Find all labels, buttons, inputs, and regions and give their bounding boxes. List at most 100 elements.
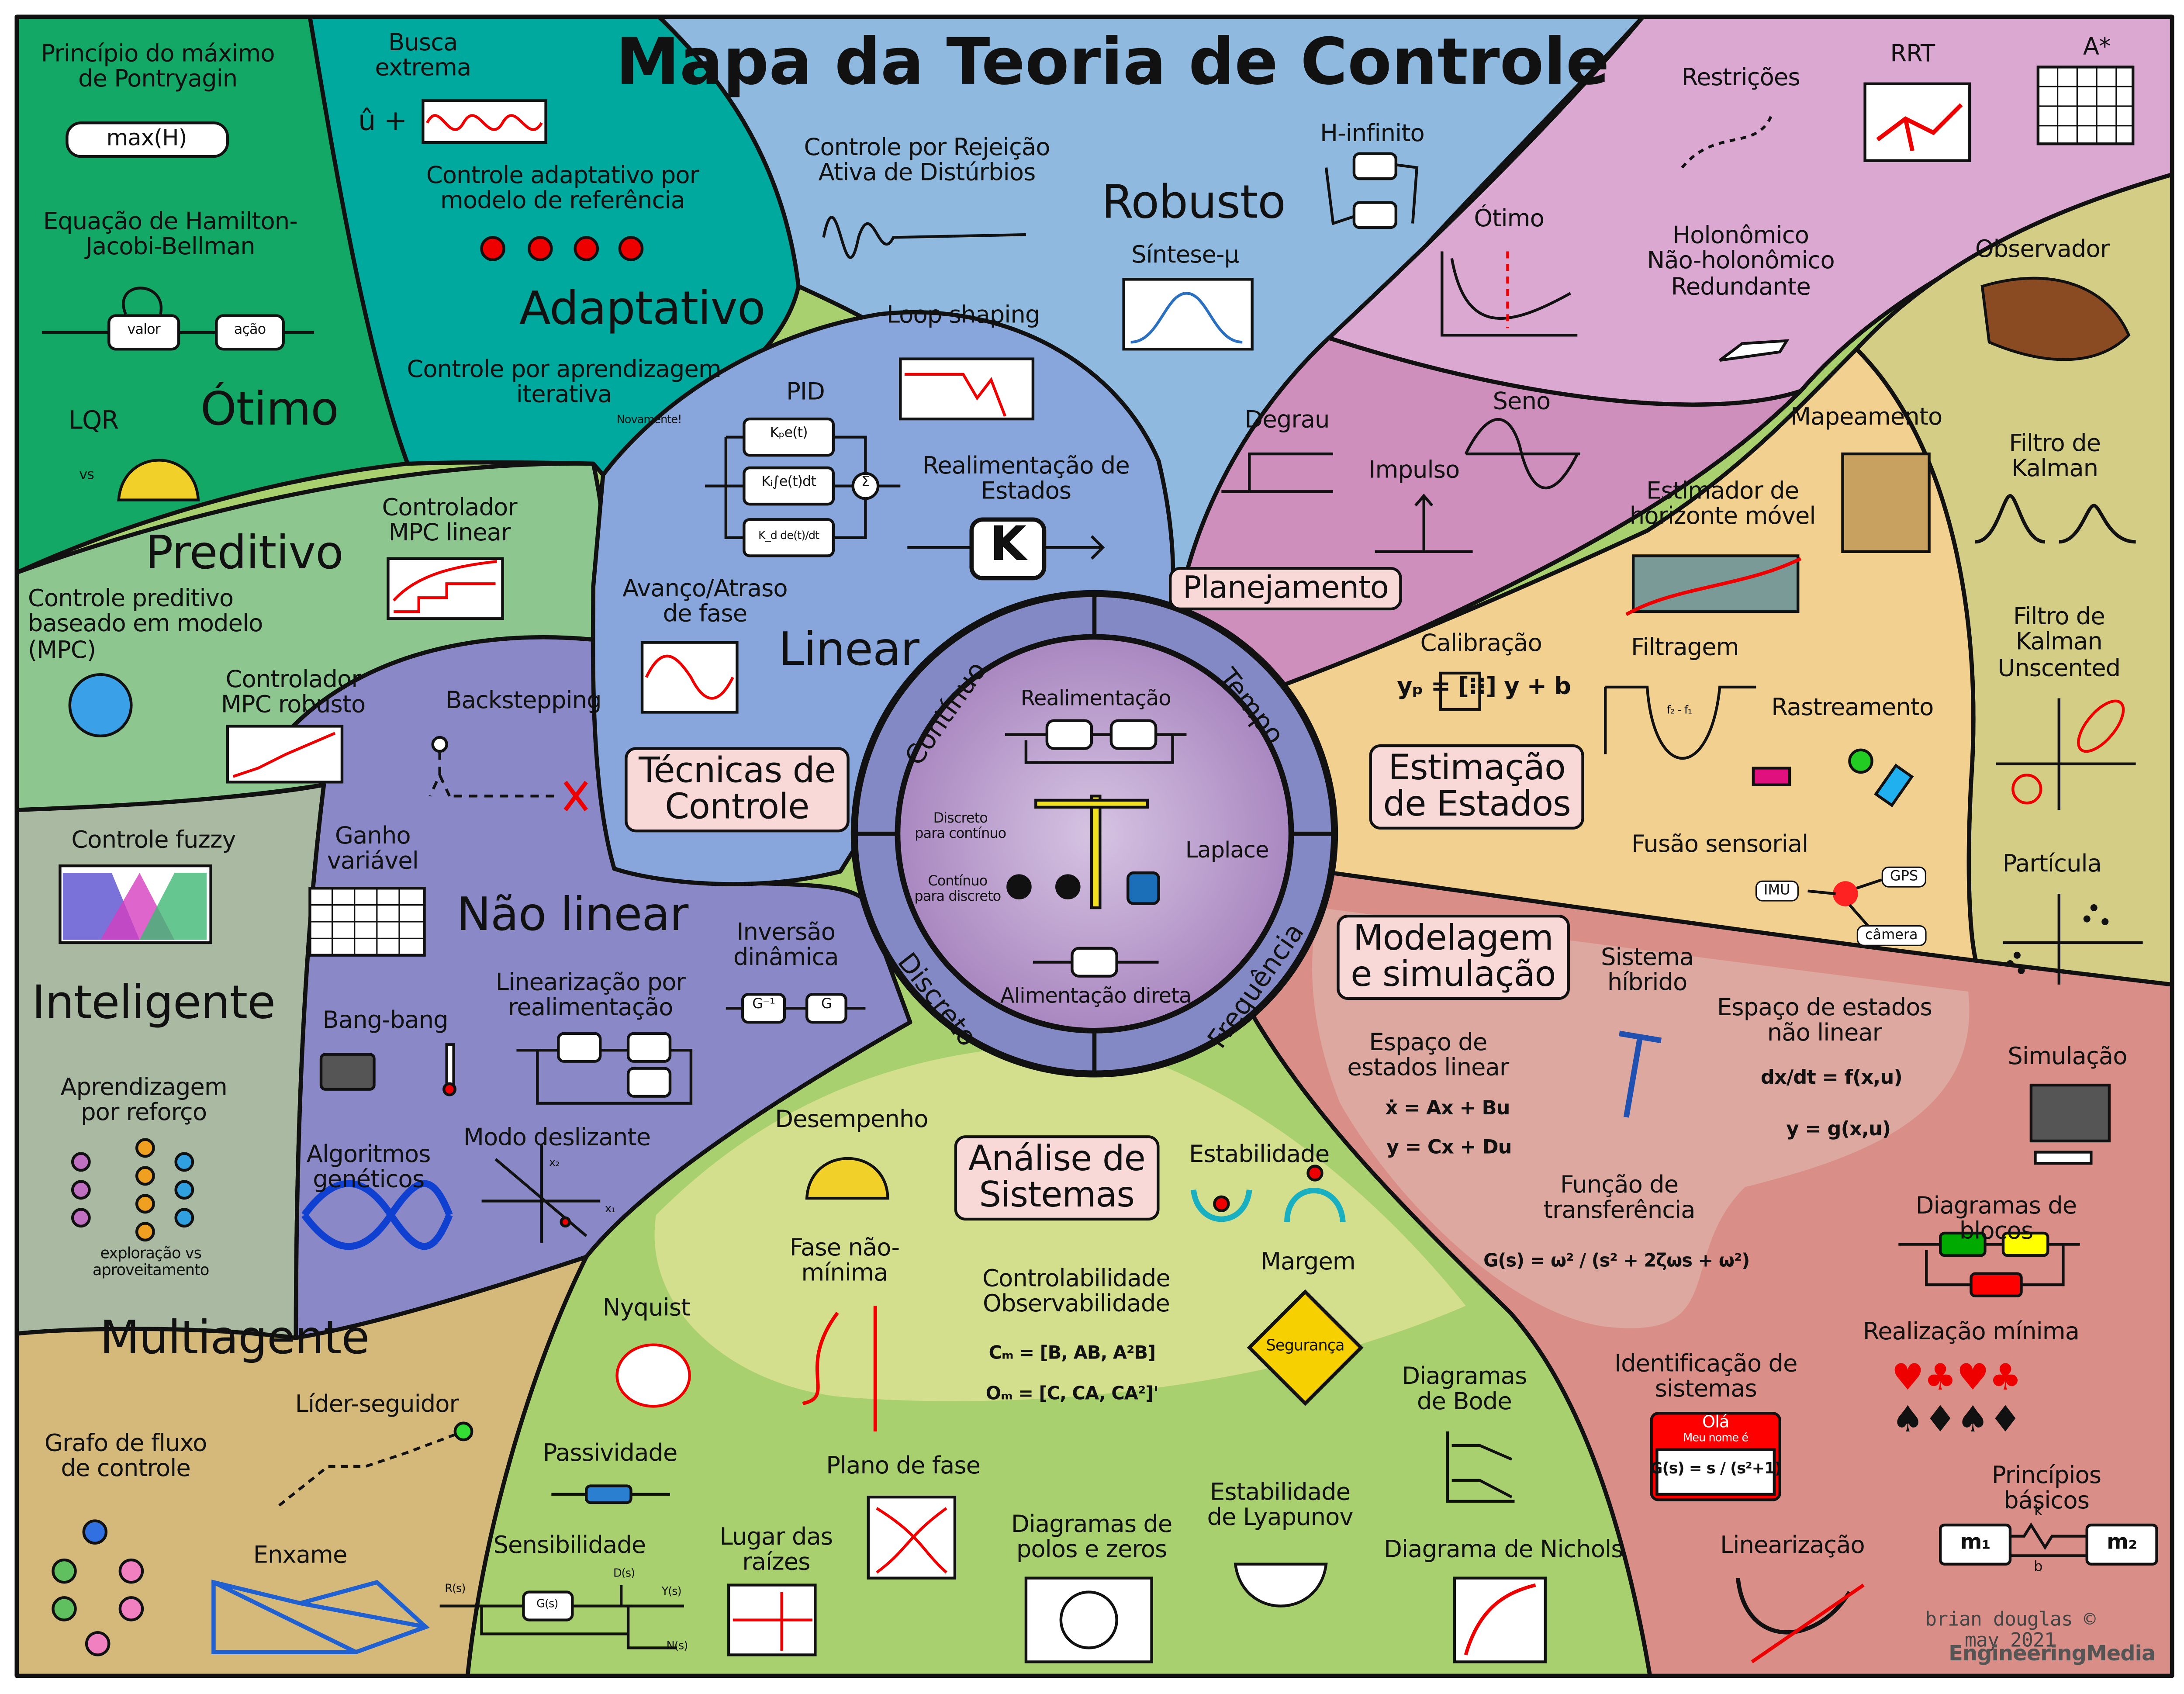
label-fuzzy: Controle fuzzy [71, 826, 236, 855]
unit-circle-icon [1059, 1590, 1118, 1649]
label-mpc: Controle preditivo baseado em modelo (MP… [28, 585, 263, 664]
observer-tunnel-icon [1980, 277, 2131, 361]
label-state-feedback: Realimentação de Estados [922, 452, 1130, 506]
nl-equation-1: dx/dt = f(x,u) [1760, 1067, 1903, 1089]
label-realimentacao: Realimentação [1020, 685, 1171, 711]
stable-ball-icon [1213, 1195, 1230, 1212]
label-acao: ação [234, 322, 266, 338]
label-explore: exploração vs aproveitamento [92, 1244, 210, 1279]
label-laplace: Laplace [1185, 837, 1269, 863]
label-nyquist: Nyquist [602, 1294, 691, 1323]
acao-block [215, 314, 285, 351]
lin-equation-1: ẋ = Ax + Bu [1385, 1097, 1510, 1120]
heading-inteligente: Inteligente [31, 975, 276, 1030]
obsv-equation: Oₘ = [C, CA, CA²]' [985, 1384, 1159, 1405]
map-scroll-icon [1841, 452, 1931, 553]
calibration-equation: yₚ = [⁝⁝] y + b [1397, 673, 1571, 701]
label-calibracao: Calibração [1420, 629, 1542, 658]
bang-bang-thermometer-icon [319, 1043, 457, 1096]
label-lider: Líder-seguidor [295, 1391, 459, 1419]
mhe-curve-icon [1625, 557, 1802, 616]
sine-signal-icon [1464, 418, 1580, 490]
extremum-seeking-plot-icon [422, 99, 547, 144]
label-grafo: Grafo de fluxo de controle [44, 1430, 207, 1484]
sine-wave-icon [426, 114, 543, 131]
heading-tecnicas-de-controle: Técnicas de Controle [625, 747, 850, 832]
valor-block [107, 314, 180, 351]
notch-filter-icon [1603, 685, 1756, 760]
label-m1: m₁ [1960, 1529, 1991, 1555]
label-pontryagin: Princípio do máximo de Pontryagin [41, 40, 275, 94]
label-fusao: Fusão sensorial [1631, 831, 1808, 859]
label-lqr: LQR [68, 406, 119, 436]
adaptive-red-dots-icon [480, 236, 644, 261]
label-fb-linearization: Linearização por realimentação [495, 969, 686, 1023]
disturbance-wave-icon [822, 216, 1026, 259]
bode-plot-icon [1446, 1431, 1515, 1503]
pid-diagram-icon [705, 417, 901, 557]
k-gain-arrows-icon [907, 535, 1105, 560]
label-margem: Margem [1261, 1248, 1356, 1277]
mass-spring-icon [1939, 1522, 2158, 1566]
nyquist-plot-icon [615, 1343, 691, 1408]
label-desempenho: Desempenho [775, 1106, 928, 1134]
feedforward-icon [1033, 947, 1159, 978]
label-impulso: Impulso [1368, 456, 1460, 485]
leader-follower-icon [278, 1430, 464, 1507]
label-mpc-robusto: Controlador MPC robusto [221, 666, 366, 720]
label-pid: PID [786, 378, 825, 407]
label-estabilidade: Estabilidade [1189, 1141, 1330, 1169]
loop-shaping-plot-icon [899, 357, 1035, 421]
computer-icon [2029, 1083, 2111, 1165]
inversion-diagram-icon [726, 993, 866, 1024]
label-mpc-linear: Controlador MPC linear [382, 494, 517, 548]
region-modelagem-inner [1312, 908, 1970, 1328]
block-diagram-icon [1898, 1231, 2080, 1298]
label-blocos: Diagramas de blocos [1915, 1193, 2077, 1246]
label-loop-shaping: Loop shaping [886, 301, 1040, 330]
dna-icon [301, 1180, 453, 1250]
label-g: G [821, 997, 832, 1013]
heading-modelagem: Modelagem e simulação [1337, 915, 1570, 999]
heading-estimacao: Estimação de Estados [1369, 744, 1585, 829]
label-hjb: Equação de Hamilton- Jacobi-Bellman [43, 208, 298, 262]
heading-otimo: Ótimo [200, 381, 339, 436]
lead-lag-curve-icon [645, 654, 734, 700]
heading-linear: Linear [778, 621, 919, 676]
label-hibrido: Sistema híbrido [1600, 944, 1694, 998]
pogo-stick-icon [1619, 1030, 1662, 1118]
label-valor: valor [127, 322, 161, 338]
feedback-loop-icon [1005, 719, 1187, 764]
label-rastreamento: Rastreamento [1771, 694, 1934, 722]
label-maxh: max(H) [106, 124, 187, 151]
rrt-branch-icon [1876, 103, 1963, 152]
label-rrt: RRT [1890, 40, 1935, 69]
label-sensibilidade: Sensibilidade [493, 1532, 646, 1560]
nl-equation-2: y = g(x,u) [1786, 1118, 1891, 1141]
label-restricoes: Restrições [1681, 64, 1800, 93]
watt-governor-icon [1006, 795, 1160, 909]
label-uhat: û + [358, 103, 408, 137]
label-ola: Olá [1702, 1412, 1729, 1431]
label-ki: Kᵢ∫e(t)dt [761, 474, 816, 491]
label-nichols: Diagrama de Nichols [1384, 1536, 1623, 1564]
label-ginv: G⁻¹ [752, 997, 775, 1013]
particle-plot-icon [2003, 894, 2143, 985]
label-novamente: Novamente! [616, 413, 682, 426]
gps-block: GPS [1881, 866, 1927, 888]
label-meunome: Meu nome é [1683, 1431, 1749, 1444]
heading-adaptativo: Adaptativo [519, 280, 766, 335]
label-hinf: H-infinito [1320, 120, 1425, 148]
label-c2d: Contínuo para discreto [914, 874, 1001, 905]
label-rl: Aprendizagem por reforço [60, 1074, 227, 1128]
label-lugar: Lugar das raízes [719, 1523, 833, 1577]
backstepping-figure-icon [429, 736, 588, 812]
label-inversao: Inversão dinâmica [733, 919, 839, 973]
mpc-robust-curve-icon [232, 732, 336, 778]
label-observador: Observador [1975, 236, 2110, 264]
label-ga: Algoritmos genéticos [306, 1141, 431, 1195]
region-analise-inner [654, 1044, 1466, 1401]
label-k-spring: k [2034, 1504, 2042, 1520]
label-otimo-plan: Ótimo [1474, 205, 1545, 233]
